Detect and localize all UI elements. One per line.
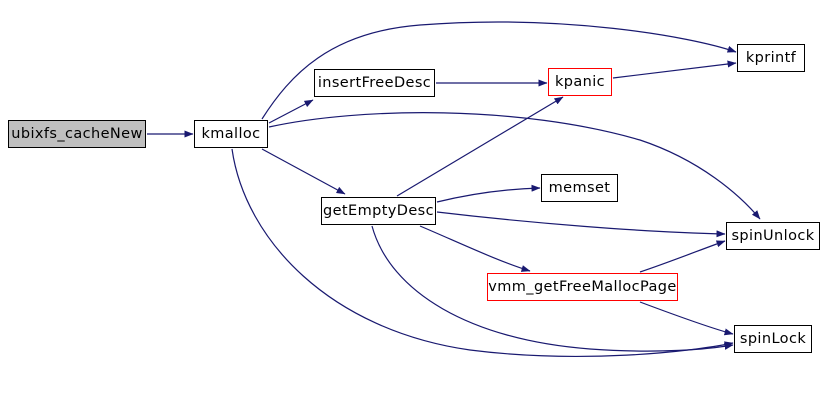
node-label: kmalloc: [201, 126, 261, 142]
edge-kmalloc-insertFreeDesc: [268, 99, 314, 124]
node-getemptydesc[interactable]: getEmptyDesc: [321, 197, 436, 225]
edge-getEmptyDesc-kpanic: [396, 96, 564, 197]
node-spinlock[interactable]: spinLock: [734, 325, 812, 353]
node-label: vmm_getFreeMallocPage: [488, 279, 677, 295]
node-label: spinUnlock: [731, 228, 815, 244]
edge-kmalloc-spinLock: [231, 148, 734, 357]
node-insertfreedesc[interactable]: insertFreeDesc: [314, 69, 435, 97]
edge-kmalloc-getEmptyDesc: [261, 148, 346, 195]
node-spinunlock[interactable]: spinUnlock: [726, 222, 820, 250]
edge-kpanic-kprintf: [612, 60, 737, 79]
edge-vmm_getFreeMallocPage-spinLock: [639, 301, 734, 336]
edge-getEmptyDesc-spinLock: [371, 225, 734, 352]
node-label: kprintf: [745, 50, 797, 66]
node-label: kpanic: [554, 74, 606, 90]
node-vmm-getfreemallocpage[interactable]: vmm_getFreeMallocPage: [487, 273, 678, 301]
edge-getEmptyDesc-memset: [436, 184, 541, 203]
edge-kmalloc-kprintf: [261, 21, 737, 120]
node-label: getEmptyDesc: [323, 203, 434, 219]
node-memset[interactable]: memset: [541, 174, 618, 202]
edge-vmm_getFreeMallocPage-spinUnlock: [639, 240, 726, 273]
edge-getEmptyDesc-spinUnlock: [436, 211, 726, 238]
node-label: memset: [548, 180, 611, 196]
node-label: ubixfs_cacheNew: [11, 126, 143, 142]
node-kpanic[interactable]: kpanic: [548, 68, 612, 96]
edge-kmalloc-spinUnlock: [268, 112, 761, 220]
node-label: insertFreeDesc: [317, 75, 432, 91]
edge-getEmptyDesc-vmm_getFreeMallocPage: [419, 225, 531, 272]
node-ubixfs-cachenew[interactable]: ubixfs_cacheNew: [8, 120, 146, 148]
node-kprintf[interactable]: kprintf: [737, 44, 805, 72]
node-label: spinLock: [739, 331, 807, 347]
node-kmalloc[interactable]: kmalloc: [194, 120, 268, 148]
